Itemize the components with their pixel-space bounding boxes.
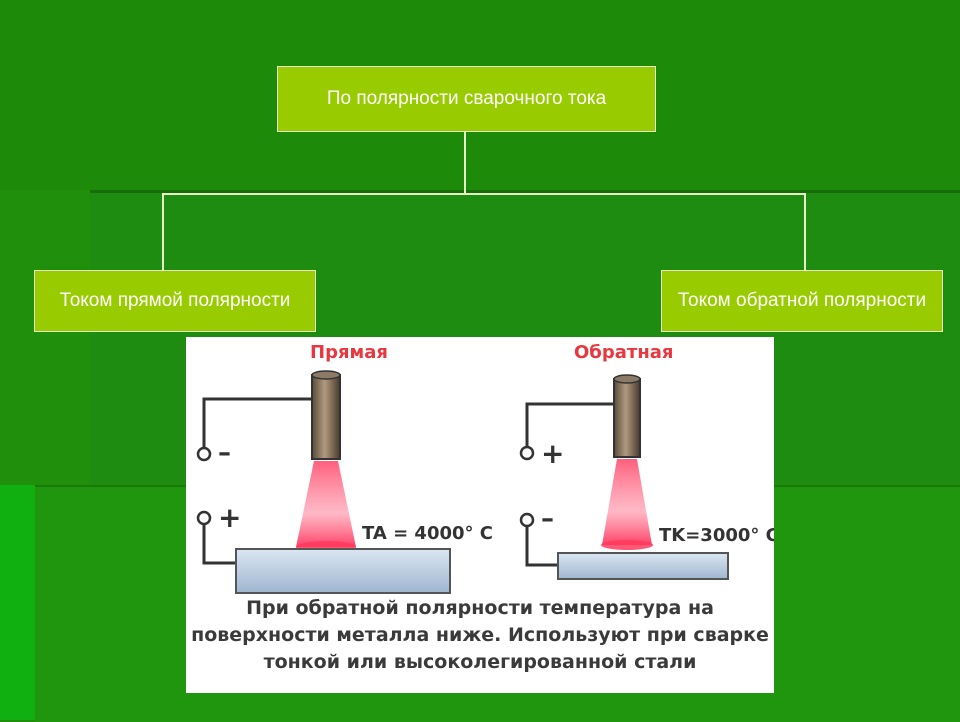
- left-top-sign: –: [218, 438, 231, 468]
- straight-setup: – + TA = 4000° C: [196, 370, 493, 594]
- straight-title: Прямая: [310, 342, 388, 363]
- connector-right-down: [804, 193, 806, 270]
- reverse-setup: + – TK=3000° C: [519, 374, 774, 580]
- background-lower-left: [0, 485, 35, 720]
- left-temperature: TA = 4000° C: [362, 523, 493, 544]
- connector-left-down: [162, 193, 164, 270]
- connector-root-down: [464, 130, 466, 194]
- polarity-drawing: Прямая Обратная – + TA = 4000° C + –: [196, 342, 774, 594]
- right-temperature: TK=3000° C: [659, 525, 774, 546]
- right-bottom-sign: –: [541, 504, 554, 534]
- illustration-caption: При обратной полярности температура на п…: [191, 597, 769, 673]
- reverse-title: Обратная: [574, 342, 673, 363]
- connector-horizontal: [162, 193, 806, 195]
- root-node: По полярности сварочного тока: [277, 66, 656, 132]
- right-top-sign: +: [541, 437, 564, 470]
- straight-polarity-node: Током прямой полярности: [34, 270, 316, 332]
- left-bottom-sign: +: [218, 501, 241, 534]
- polarity-illustration: Прямая Обратная – + TA = 4000° C + –: [186, 337, 774, 693]
- reverse-polarity-node: Током обратной полярности: [661, 270, 943, 332]
